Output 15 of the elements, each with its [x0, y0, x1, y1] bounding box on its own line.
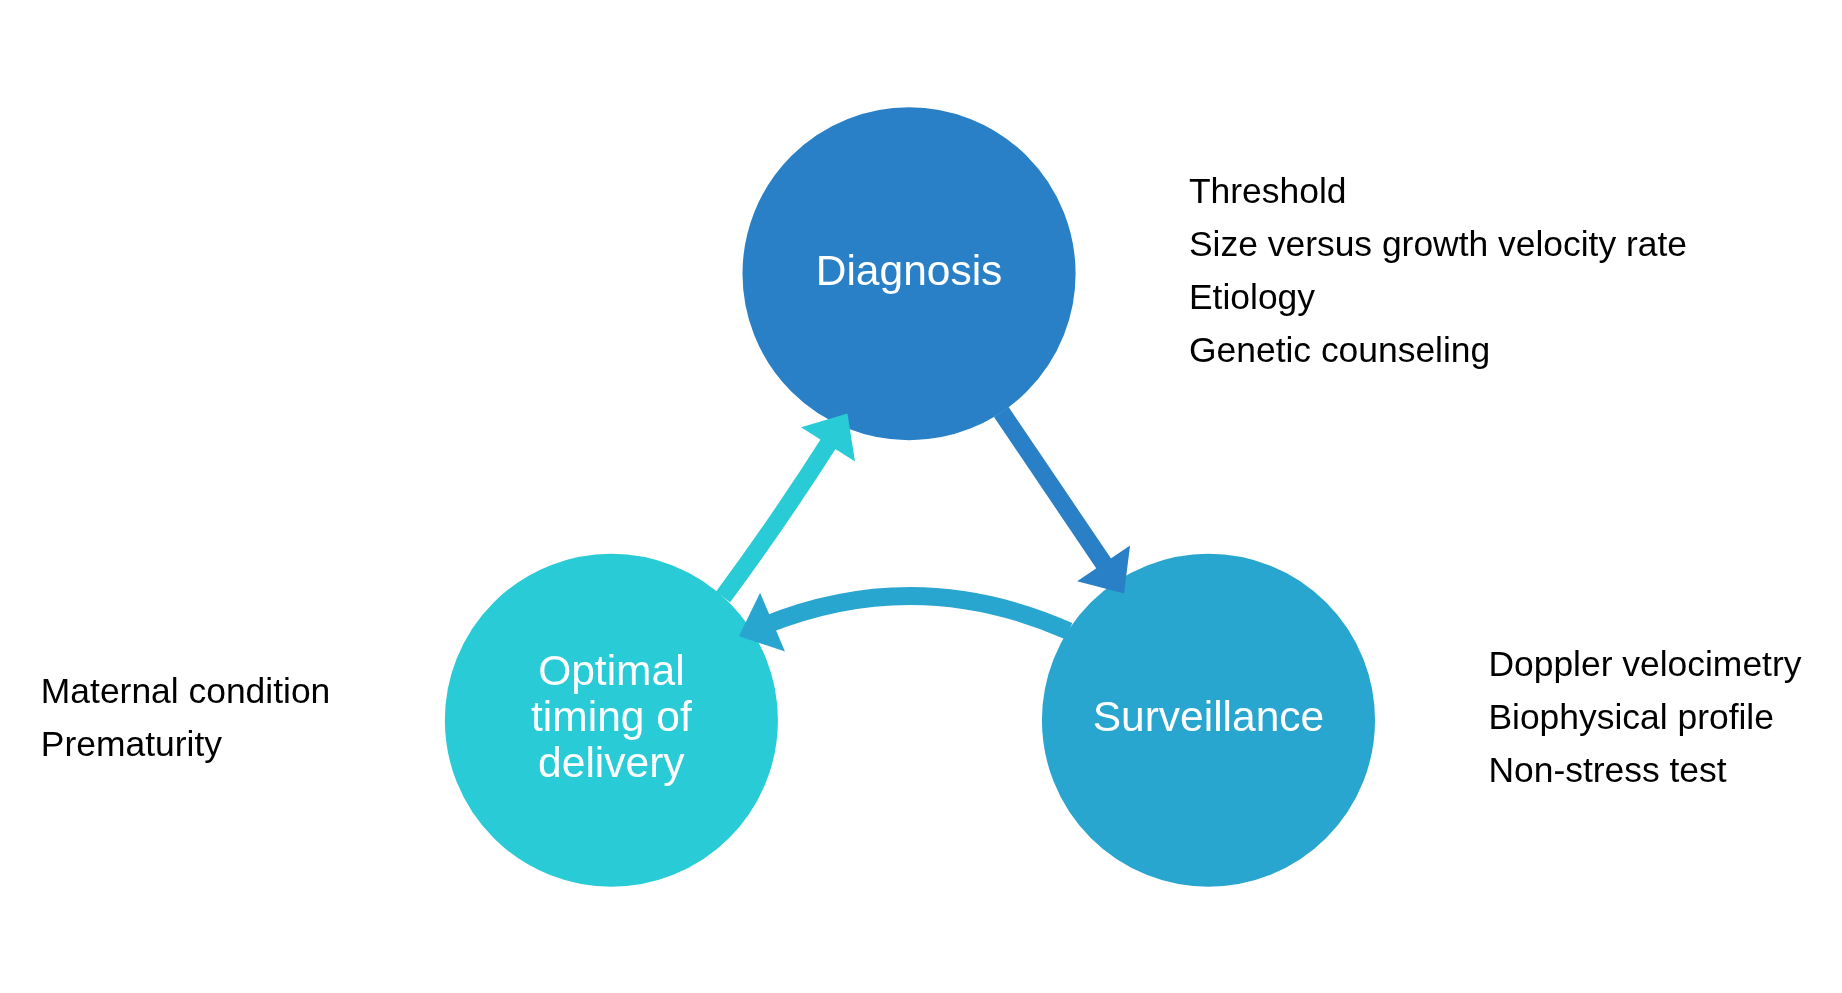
node-label: Biophysical profile	[1488, 696, 1774, 737]
node-circle: Optimal timing of delivery	[444, 553, 778, 887]
node-label: Threshold	[1188, 170, 1347, 211]
node-circle: Diagnosis	[742, 106, 1076, 440]
node-label: Maternal condition	[40, 670, 331, 711]
node-label: Doppler velocimetry	[1488, 643, 1802, 684]
node-label: Prematurity	[40, 723, 222, 764]
node-label: Non-stress test	[1488, 749, 1727, 790]
node-label: Genetic counseling	[1188, 329, 1491, 370]
node-label: Size versus growth velocity rate	[1188, 223, 1688, 264]
arrow	[715, 413, 855, 602]
arrow	[738, 586, 1073, 651]
node-circle: Surveillance	[1041, 553, 1376, 887]
node-label: Etiology	[1188, 276, 1316, 317]
arrow	[994, 406, 1131, 594]
